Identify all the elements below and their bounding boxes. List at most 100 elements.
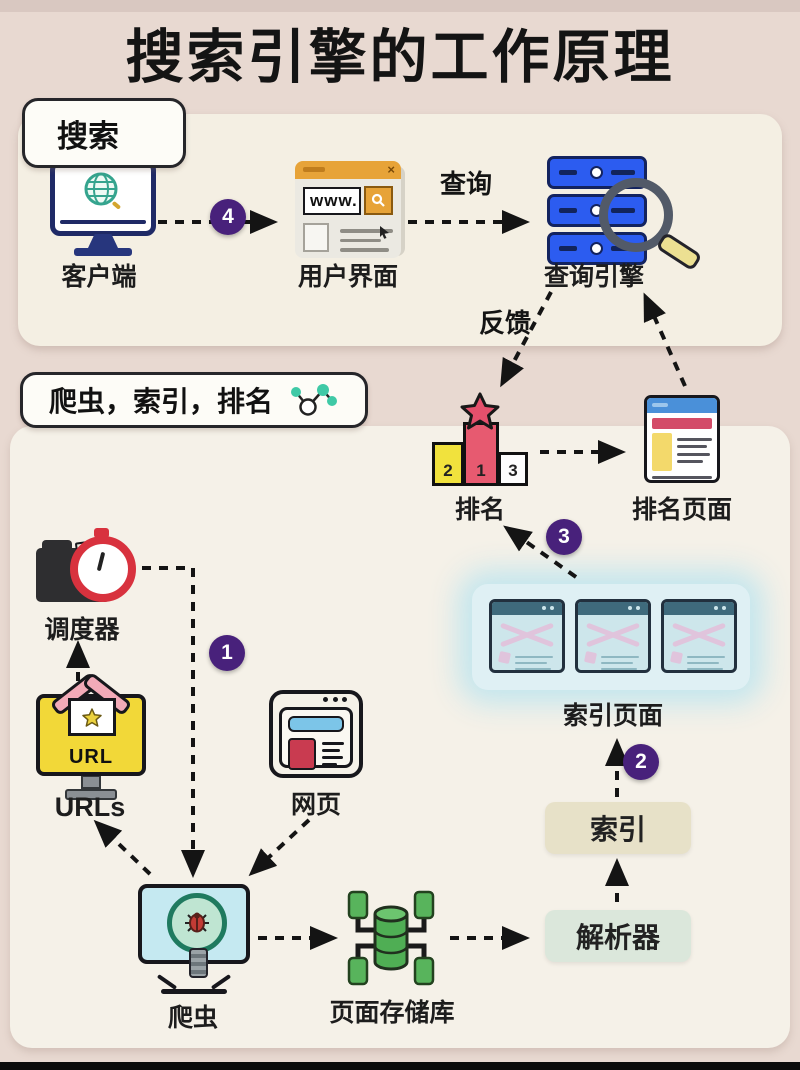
ranking-label: 排名 <box>454 496 506 524</box>
window-titlebar <box>664 602 734 615</box>
step-3-number: 3 <box>558 525 570 548</box>
webpage-icon <box>269 690 363 778</box>
text-lines <box>687 652 727 670</box>
crawler-stand-leg <box>210 974 232 990</box>
house-icon <box>68 698 116 736</box>
text-lines <box>601 652 641 670</box>
star-icon <box>460 392 500 430</box>
crawl-section-label: 爬虫，索引，排名 <box>49 386 274 417</box>
index-page-icon <box>489 599 565 673</box>
small-image-x <box>497 650 512 665</box>
index-page-icon <box>661 599 737 673</box>
stopwatch-icon <box>70 536 136 602</box>
crawl-section-tag: 爬虫，索引，排名 <box>20 372 368 428</box>
step-badge-4: 4 <box>210 199 246 235</box>
index-page-icon <box>575 599 651 673</box>
client-computer-icon <box>50 160 156 256</box>
address-bar: www. <box>303 186 361 215</box>
crawler-label: 爬虫 <box>167 1004 219 1032</box>
top-band <box>0 0 800 12</box>
star-icon <box>82 707 102 727</box>
urls-stand-base <box>65 789 117 800</box>
feedback-edge-label: 反馈 <box>478 308 532 338</box>
client-stand <box>88 234 118 248</box>
step-badge-2: 2 <box>623 744 659 780</box>
index-box: 索引 <box>545 802 691 854</box>
query-engine-icon <box>547 156 703 272</box>
browser-titlebar: × <box>295 161 401 179</box>
step-badge-3: 3 <box>546 519 582 555</box>
magnifier-icon <box>599 178 673 252</box>
url-badge-text: URL <box>68 746 114 768</box>
index-box-label: 索引 <box>589 814 646 845</box>
crawler-stand-base <box>161 989 227 994</box>
step-2-number: 2 <box>635 750 647 773</box>
bug-magnifier-icon <box>167 893 227 953</box>
browser-body: www. <box>295 179 401 258</box>
image-block <box>288 738 316 770</box>
podium-first: 1 <box>463 422 499 486</box>
client-label: 客户端 <box>61 263 137 291</box>
page-repository-icon <box>345 886 437 995</box>
bottom-bar <box>0 1062 800 1070</box>
small-image-x <box>669 650 684 665</box>
window-titlebar <box>492 602 562 615</box>
headline-bar <box>652 418 712 429</box>
small-image-x <box>583 650 598 665</box>
ranking-page-icon <box>644 395 720 483</box>
header-bar <box>288 716 344 732</box>
text-lines <box>340 223 393 252</box>
index-pages-label: 索引页面 <box>562 702 664 730</box>
client-menubar <box>60 220 146 224</box>
magnifier-handle <box>655 231 703 272</box>
window-titlebar <box>578 602 648 615</box>
step-1-number: 1 <box>221 641 233 664</box>
repo-label: 页面存储库 <box>329 999 455 1027</box>
crawler-monitor <box>138 884 250 978</box>
podium-third: 3 <box>498 452 528 486</box>
window-dots <box>323 697 347 702</box>
client-monitor <box>50 160 156 236</box>
scheduler-label: 调度器 <box>44 616 120 644</box>
ranking-page-label: 排名页面 <box>631 496 733 524</box>
bug-icon <box>185 912 209 933</box>
search-section-tag: 搜索 <box>22 98 186 168</box>
image-placeholder-x <box>499 621 555 649</box>
parser-box-label: 解析器 <box>575 922 660 953</box>
step-4-number: 4 <box>222 205 234 228</box>
search-section-label: 搜索 <box>57 118 119 154</box>
text-lines <box>677 433 712 471</box>
podium-second: 2 <box>432 442 464 486</box>
text-lines <box>515 652 555 670</box>
thumbnail-placeholder <box>303 223 329 252</box>
folder-tab <box>42 540 72 550</box>
stopwatch-crown <box>94 528 109 538</box>
titlebar-marks <box>303 167 325 172</box>
magnifier-handle <box>189 948 208 978</box>
database-icon <box>347 890 435 986</box>
cursor-icon <box>380 226 389 239</box>
close-icon: × <box>387 162 395 177</box>
crawler-icon <box>138 884 250 994</box>
urls-icon: URL <box>36 671 146 800</box>
urls-label: URLs <box>54 792 126 822</box>
scheduler-icon <box>36 528 140 610</box>
page-title: 搜索引擎的工作原理 <box>125 25 675 90</box>
query-edge-label: 查询 <box>439 169 493 199</box>
engine-label: 查询引擎 <box>543 263 645 291</box>
webpage-label: 网页 <box>290 791 342 819</box>
urls-stand <box>81 775 101 789</box>
client-stand-base <box>74 248 132 256</box>
image-placeholder-x <box>671 621 727 649</box>
user-interface-icon: × www. <box>295 161 401 258</box>
ui-label: 用户界面 <box>297 263 399 291</box>
molecule-icon <box>291 384 338 416</box>
text-lines <box>322 738 344 770</box>
search-button-icon <box>364 186 393 215</box>
image-block <box>652 433 672 471</box>
ranking-podium-icon: 2 1 3 <box>432 392 530 486</box>
step-badge-1: 1 <box>209 635 245 671</box>
crawler-stand-leg <box>156 974 178 990</box>
globe-search-icon <box>84 172 121 209</box>
